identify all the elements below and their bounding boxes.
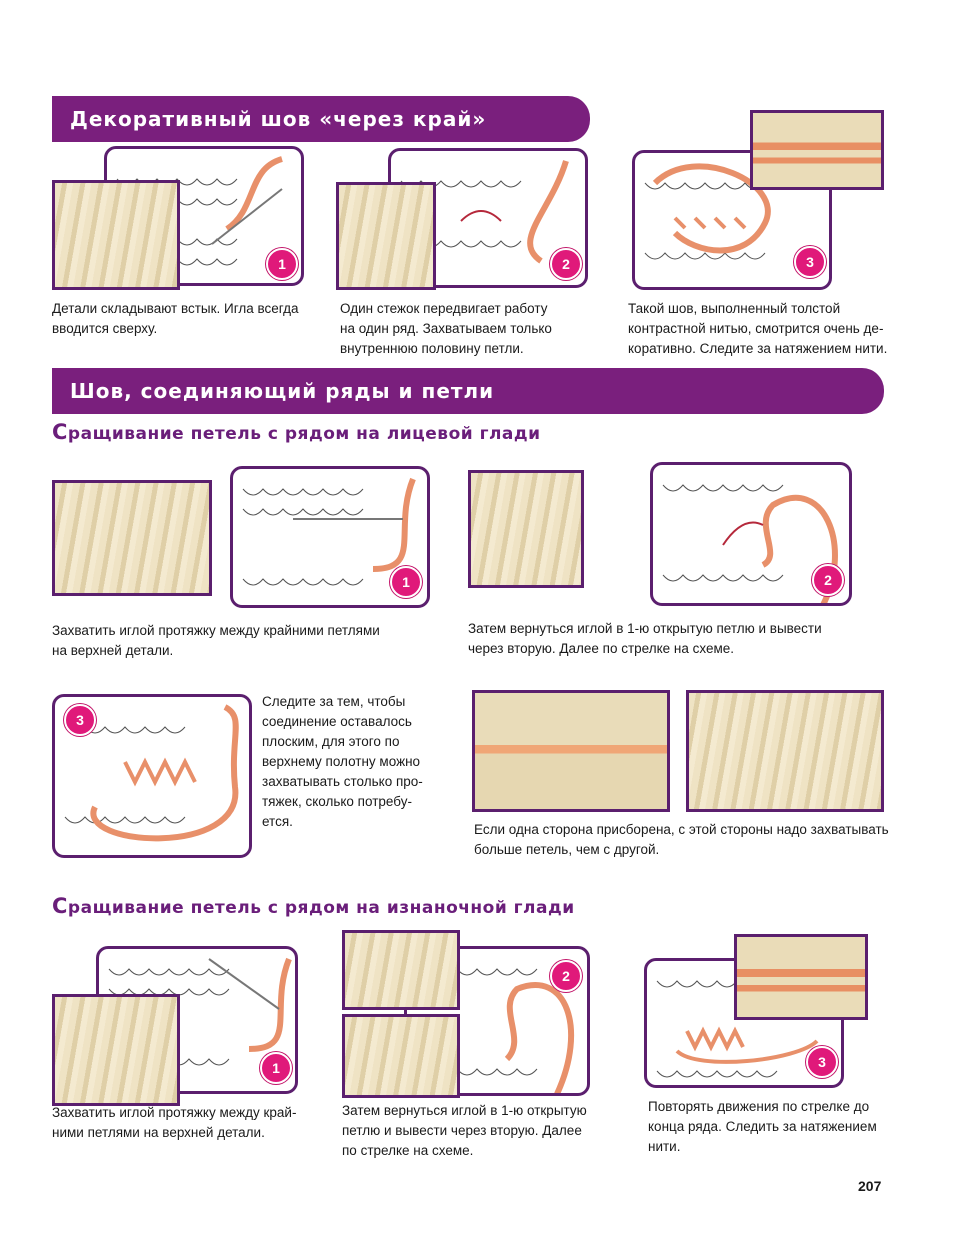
photo-purl-step-3 (734, 934, 868, 1020)
step-badge-3: 3 (794, 246, 826, 278)
knit-diagram (242, 477, 416, 586)
caption-result: Если одна сторона присборена, с этой сто… (474, 822, 889, 857)
step-badge-knit-2: 2 (812, 564, 844, 596)
step-badge-2: 2 (550, 248, 582, 280)
photo-step-2 (336, 182, 436, 290)
photo-purl-step-2-top (342, 930, 460, 1010)
step-badge-knit-3: 3 (64, 704, 96, 736)
section-title-decorative-seam: Декоративный шов «через край» (52, 96, 590, 142)
subheading-purl-side: Сращивание петель с рядом на изнаночной … (52, 894, 575, 918)
subheading-knit-side: Сращивание петель с рядом на лицевой гла… (52, 420, 541, 444)
photo-step-1 (52, 180, 180, 290)
caption-knit-step-2: Затем вернуться иглой в 1-ю открытую пет… (468, 621, 822, 656)
photo-knit-step-2 (468, 470, 584, 588)
caption-purl-step-1: Захватить иглой протяжку между край-ними… (52, 1105, 297, 1140)
step-badge-knit-1: 1 (390, 566, 422, 598)
page-number: 207 (858, 1178, 882, 1194)
step-badge-purl-2: 2 (550, 960, 582, 992)
photo-result-contrast (472, 690, 670, 812)
section-title-rows-loops-seam: Шов, соединяющий ряды и петли (52, 368, 884, 414)
knit-diagram (644, 163, 771, 260)
step-badge-purl-3: 3 (806, 1046, 838, 1078)
caption-knit-step-1: Захватить иглой протяжку между крайними … (52, 623, 380, 658)
photo-result-matching (686, 690, 884, 812)
photo-purl-step-1 (52, 994, 180, 1106)
photo-purl-step-2-bottom (342, 1014, 460, 1098)
step-badge-1: 1 (266, 248, 298, 280)
step-badge-purl-1: 1 (260, 1052, 292, 1084)
photo-knit-step-1 (52, 480, 212, 596)
knit-diagram (662, 484, 838, 603)
photo-step-3 (750, 110, 884, 190)
